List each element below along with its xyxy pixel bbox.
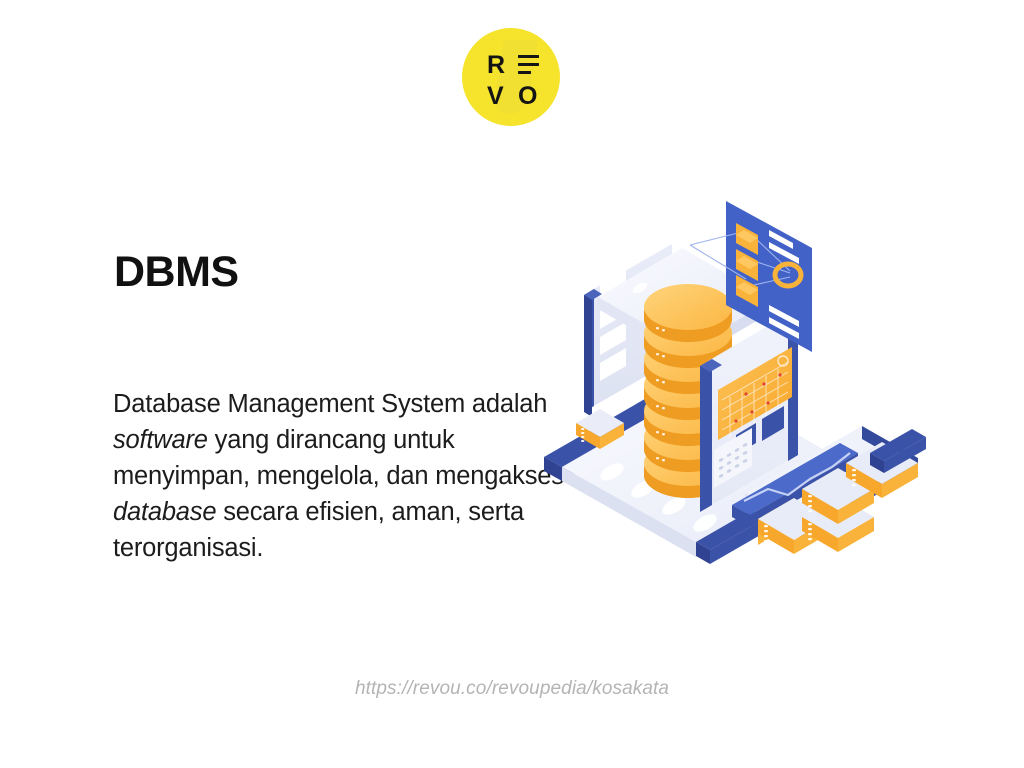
definition-segment-4: secara efisien, aman, serta terorganisas… bbox=[113, 497, 524, 562]
logo-letter-o: O bbox=[518, 82, 538, 110]
definition-paragraph: Database Management System adalah softwa… bbox=[113, 386, 573, 566]
logo-letter-v: V bbox=[487, 82, 504, 110]
definition-segment-0: Database Management System adalah bbox=[113, 389, 548, 418]
revou-logo: R V O bbox=[462, 28, 560, 126]
circuit-panel bbox=[718, 347, 792, 440]
logo-letter-r: R bbox=[487, 51, 506, 79]
database-cylinder-stack bbox=[644, 284, 732, 498]
right-ledge-strip bbox=[870, 429, 926, 473]
isometric-database-illustration bbox=[540, 185, 930, 575]
schema-bars bbox=[769, 230, 799, 339]
schema-nodes bbox=[736, 223, 758, 307]
definition-segment-1: software bbox=[113, 425, 208, 454]
keypad-grid bbox=[714, 428, 752, 488]
footer-source-url: https://revou.co/revoupedia/kosakata bbox=[354, 678, 670, 699]
logo-e-bars-icon bbox=[518, 55, 539, 74]
left-small-box bbox=[576, 409, 624, 449]
server-front-body bbox=[700, 309, 798, 512]
storage-boxes bbox=[758, 442, 918, 554]
logo-letter-grid: R V O bbox=[462, 28, 560, 126]
schema-ring bbox=[772, 261, 804, 289]
definition-segment-2: yang dirancang untuk menyimpan, mengelol… bbox=[113, 425, 564, 490]
schema-card bbox=[689, 201, 812, 352]
page-title: DBMS bbox=[114, 247, 239, 296]
definition-segment-3: database bbox=[113, 497, 217, 526]
